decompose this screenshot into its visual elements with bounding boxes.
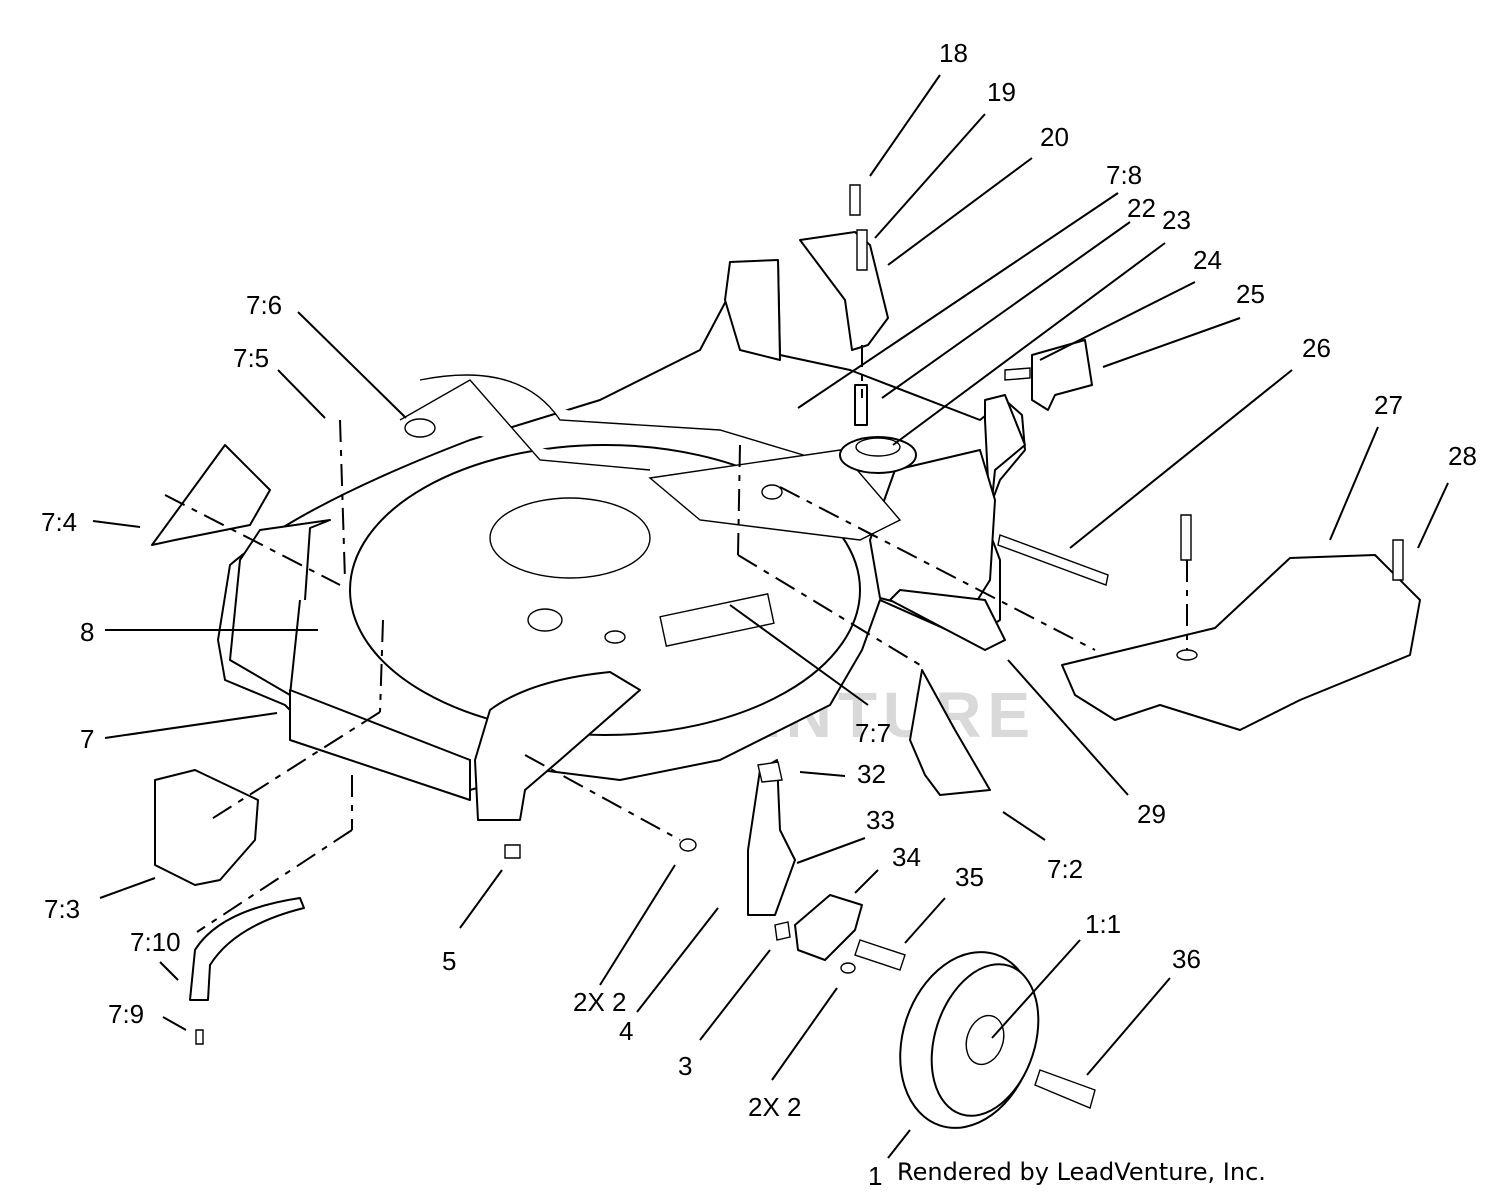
- side-deflector: [154, 769, 259, 886]
- callout-29: 29: [1137, 799, 1166, 829]
- curved-strip: [189, 897, 305, 1001]
- callout-7-10: 7:10: [130, 927, 181, 957]
- callout-34: 34: [892, 842, 921, 872]
- callout-3: 3: [678, 1051, 692, 1081]
- callout-7: 7: [80, 724, 94, 754]
- wheel-pivot: [794, 894, 863, 961]
- callout-24: 24: [1193, 245, 1222, 275]
- side-bracket: [1031, 339, 1093, 411]
- shield-hole: [1176, 649, 1198, 661]
- drive-pulley: [761, 384, 917, 500]
- callout-8: 8: [80, 617, 94, 647]
- callout-26: 26: [1302, 333, 1331, 363]
- wheel: [899, 951, 1040, 1129]
- deck-housing: [217, 259, 1026, 821]
- callout-28: 28: [1448, 441, 1477, 471]
- callout-7-8: 7:8: [1106, 160, 1142, 190]
- callout-22: 22: [1127, 193, 1156, 223]
- callout-7-4: 7:4: [41, 507, 77, 537]
- bolt: [1004, 367, 1031, 381]
- callout-5: 5: [442, 946, 456, 976]
- callout-labels: 18 19 20 7:8 22 23 24 25 26 27 28 7:6 7:…: [41, 38, 1477, 1191]
- callout-20: 20: [1040, 122, 1069, 152]
- callout-1-1: 1:1: [1085, 909, 1121, 939]
- callout-36: 36: [1172, 944, 1201, 974]
- rod: [997, 534, 1109, 586]
- callout-4: 4: [619, 1016, 633, 1046]
- nut: [774, 921, 791, 941]
- height-adjust-bracket: [747, 759, 796, 916]
- callout-2x2-right: 2X 2: [748, 1092, 802, 1122]
- callout-1: 1: [868, 1161, 882, 1191]
- washer: [840, 962, 856, 974]
- washer: [679, 838, 697, 852]
- callout-23: 23: [1162, 205, 1191, 235]
- callout-7-7: 7:7: [855, 718, 891, 748]
- mulch-deflector: [151, 444, 271, 546]
- leader-lines: [92, 74, 1449, 1159]
- callout-7-3: 7:3: [44, 894, 80, 924]
- axle-bolt: [854, 939, 906, 971]
- callout-7-5: 7:5: [233, 343, 269, 373]
- callout-19: 19: [987, 77, 1016, 107]
- callout-27: 27: [1374, 390, 1403, 420]
- bolt: [1180, 514, 1192, 561]
- callout-35: 35: [955, 862, 984, 892]
- bracket: [799, 231, 889, 351]
- callout-18: 18: [939, 38, 968, 68]
- callout-7-2: 7:2: [1047, 854, 1083, 884]
- rear-shield: [1061, 554, 1421, 731]
- callout-32: 32: [857, 759, 886, 789]
- rear-deflector: [909, 669, 991, 796]
- tube: [889, 589, 1006, 651]
- callout-2x2-left: 2X 2: [573, 987, 627, 1017]
- assembly-lines: [164, 345, 1188, 933]
- callout-7-9: 7:9: [108, 999, 144, 1029]
- screw: [195, 1029, 204, 1045]
- bolt: [856, 229, 868, 271]
- callout-33: 33: [866, 805, 895, 835]
- knob: [757, 761, 783, 783]
- wheel-bolt: [1034, 1069, 1096, 1109]
- bolt: [849, 184, 861, 216]
- nut: [504, 844, 521, 859]
- bolt: [1392, 539, 1404, 581]
- render-credit: Rendered by LeadVenture, Inc.: [897, 1158, 1266, 1186]
- callout-25: 25: [1236, 279, 1265, 309]
- callout-7-6: 7:6: [246, 290, 282, 320]
